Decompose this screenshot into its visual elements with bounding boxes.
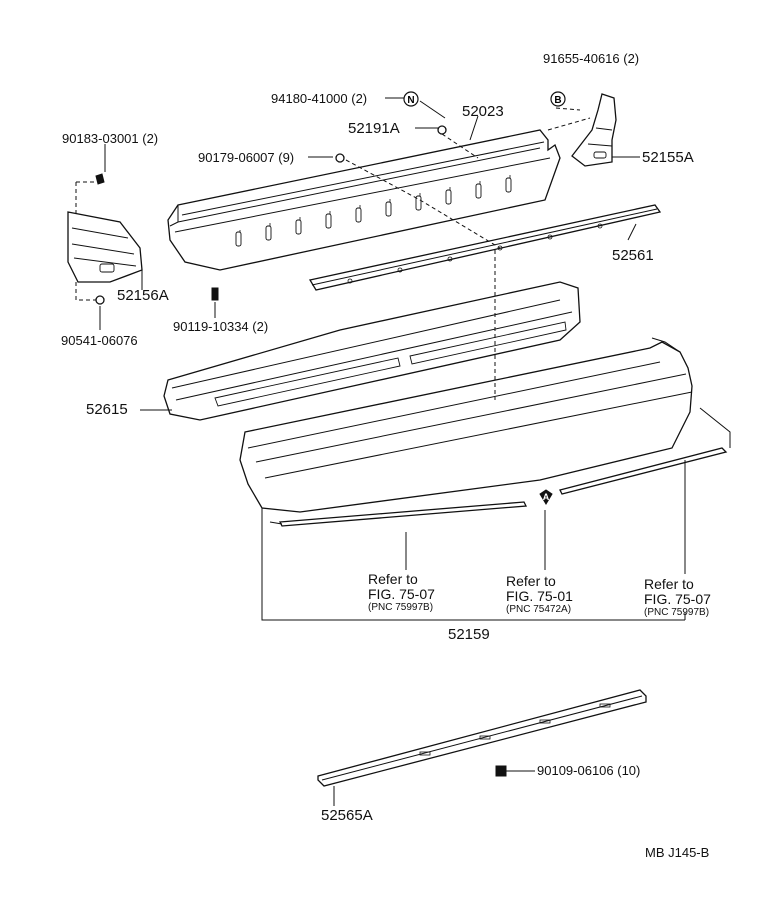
label-52565A: 52565A [321,807,373,824]
label-91655-40616: 91655-40616 (2) [543,51,640,66]
ref-pnc: (PNC 75472A) [506,604,572,615]
reference-fig-75-07-left: Refer to FIG. 75-07 (PNC 75997B) [368,571,435,614]
label-52156A: 52156A [117,287,169,304]
label-52561: 52561 [612,247,654,264]
figure-code: MB J145-B [645,845,710,860]
ref-line2: FIG. 75-07 [368,586,435,602]
ref-pnc: (PNC 75997B) [368,602,434,613]
ref-line1: Refer to [368,571,418,587]
circle-marker-N: N [403,91,419,107]
reference-fig-75-01: Refer to FIG. 75-01 (PNC 75472A) [506,573,573,616]
label-52615: 52615 [86,401,128,418]
ref-line2: FIG. 75-07 [644,591,711,607]
marker-B-text: B [554,95,561,106]
ref-pnc: (PNC 75997B) [644,607,710,618]
dashed-guides [75,107,591,400]
label-52023: 52023 [462,103,504,120]
label-52159: 52159 [448,626,490,643]
reference-fig-75-07-right: Refer to FIG. 75-07 (PNC 75997B) [644,576,711,619]
label-90109-06106: 90109-06106 (10) [537,763,641,778]
label-90119-10334: 90119-10334 (2) [173,319,269,334]
ref-line1: Refer to [644,576,694,592]
bracket-52156A [67,211,143,283]
ref-line1: Refer to [506,573,556,589]
ref-line2: FIG. 75-01 [506,588,573,604]
marker-A: A [543,492,550,502]
label-90179-06007: 90179-06007 (9) [198,150,295,165]
label-52191A: 52191A [348,120,400,137]
label-94180-41000: 94180-41000 (2) [271,91,368,106]
lower-reinforcement-52565A [317,689,647,787]
label-90541-06076: 90541-06076 [61,333,138,348]
bumper-reinforcement-52023 [167,129,561,271]
retainer-52561 [308,204,662,291]
absorber-52615 [163,281,581,421]
label-52155A: 52155A [642,149,694,166]
marker-N-text: N [407,95,414,106]
circle-marker-B: B [550,91,566,107]
marker-A-text: A [543,492,550,502]
bracket-52155A [571,93,617,167]
moldings [269,407,731,527]
leader-lines [99,97,686,806]
label-90183-03001: 90183-03001 (2) [62,131,159,146]
bumper-cover-52159 [239,337,693,513]
